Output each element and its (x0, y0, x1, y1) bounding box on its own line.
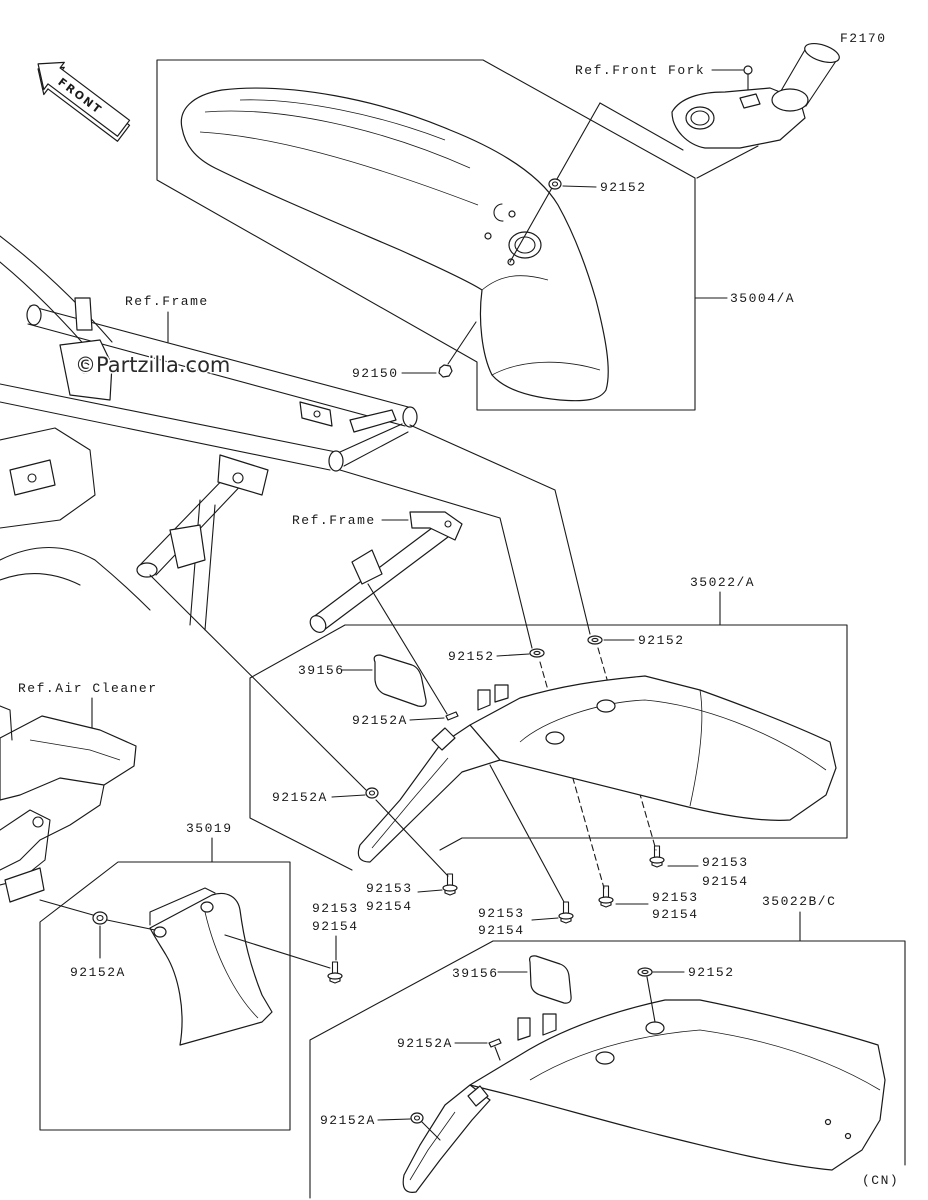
air-cleaner-housing (0, 715, 137, 801)
fork-tube (777, 47, 839, 107)
rear-fender-bc-group: 35022B/C 39156 92152 92152A 92152A (CN) (309, 894, 906, 1199)
mud-flap-box (39, 861, 291, 1131)
front-fender-callout-92152: 92152 (600, 180, 647, 195)
fork-clamp (771, 88, 809, 112)
rear-fender-bc-callout-92152a-upper: 92152A (397, 1036, 453, 1051)
rear-fender-bc-washer-lower (410, 1112, 424, 1124)
fork-leader (599, 102, 759, 179)
rear-fender-a-washer-right (587, 635, 603, 645)
rear-fender-a-washer-lower (365, 787, 379, 799)
frame-bracket-reference: Ref.Frame (292, 511, 463, 715)
rear-fender-a-callout-92154-4: 92154 (366, 899, 413, 914)
rear-fender-a-callout-92152-right: 92152 (638, 633, 685, 648)
rear-fender-a-bolt-2 (598, 885, 614, 908)
ref-front-fork-label: Ref.Front Fork (575, 63, 705, 78)
rear-fender-a-bolt-1 (649, 845, 665, 868)
front-fender-callout-92150: 92150 (352, 366, 399, 381)
fork-cap (804, 42, 840, 64)
rear-fender-bc-washer (637, 967, 653, 977)
air-cleaner-reference: Ref.Air Cleaner (0, 681, 158, 903)
ref-air-cleaner-label: Ref.Air Cleaner (18, 681, 158, 696)
rear-fender-a-callout-92152a-upper: 92152A (352, 713, 408, 728)
ref-frame-lower-label: Ref.Frame (292, 513, 376, 528)
mud-flap-callout-92153: 92153 (312, 901, 359, 916)
frame-middle-tube (0, 383, 337, 471)
frame-to-fender-leader-2 (339, 469, 533, 649)
fork-bolt (743, 65, 753, 75)
mud-flap-group: 35019 92152A 92153 92154 (39, 821, 359, 1131)
rear-fender-bc-clip (488, 1038, 502, 1048)
mud-flap-callout-92154: 92154 (312, 919, 359, 934)
rear-fender-a-strap (357, 724, 501, 863)
frame-reference: Ref.Frame (0, 235, 418, 631)
rear-fender-a-assembly-no: 35022/A (690, 575, 755, 590)
rear-fender-a-washer-left (529, 648, 545, 658)
mud-flap-assembly-no: 35019 (186, 821, 233, 836)
front-direction-arrow: FRONT (37, 61, 131, 142)
region-note: (CN) (862, 1173, 899, 1188)
rear-fender-bc-callout-92152a-lower: 92152A (320, 1113, 376, 1128)
mud-flap-bolt (327, 961, 343, 984)
arrow-face (37, 61, 131, 137)
mud-flap-callout-92152a: 92152A (70, 965, 126, 980)
rear-fender-a-callout-39156: 39156 (298, 663, 345, 678)
rear-fender-a-callout-92153-1: 92153 (702, 855, 749, 870)
rear-fender-a-clip (445, 711, 459, 721)
fork-bracket (671, 87, 806, 149)
front-fender-washer (548, 178, 562, 190)
rear-fender-bc-assembly-no: 35022B/C (762, 894, 836, 909)
ref-frame-upper-label: Ref.Frame (125, 294, 209, 309)
rear-fender-bc-callout-92152: 92152 (688, 965, 735, 980)
rear-fender-a-callout-92154-1: 92154 (702, 874, 749, 889)
rear-fender-a-callout-92153-3: 92153 (478, 906, 525, 921)
rear-fender-bc-callout-39156: 39156 (452, 966, 499, 981)
front-fender (180, 87, 609, 402)
mud-flap (149, 892, 273, 1046)
rear-fender-a-sticker (373, 654, 427, 707)
front-fender-box (156, 59, 696, 411)
rear-fender-bc-box (309, 940, 906, 1199)
rear-fender-a-box (249, 624, 848, 871)
front-fender-assembly-no: 35004/A (730, 291, 795, 306)
front-fender-bolt (438, 364, 453, 378)
mud-flap-washer (92, 911, 108, 925)
figure-code: F2170 (840, 31, 887, 46)
fender-slot (493, 203, 504, 222)
front-fork-reference: Ref.Front Fork (575, 42, 840, 179)
rear-fender-bc-sticker (529, 955, 572, 1004)
rear-fender-a-callout-92154-3: 92154 (478, 923, 525, 938)
rear-fender-bc-strap (402, 1084, 491, 1193)
rear-fender-a-callout-92152a-lower: 92152A (272, 790, 328, 805)
frame-bracket-rod (311, 521, 453, 631)
rear-fender-a-callout-92153-2: 92153 (652, 890, 699, 905)
rear-fender-a (469, 675, 837, 821)
rear-fender-a-bolt-4 (442, 873, 458, 896)
fender-mount-hole (508, 231, 542, 259)
frame-to-fender-leader-1 (409, 424, 591, 635)
rear-fender-a-callout-92154-2: 92154 (652, 907, 699, 922)
watermark: ©Partzilla.com (75, 353, 230, 377)
rear-fender-a-group: 35022/A 92152 92152 39156 92152A 92152A (249, 575, 848, 938)
rear-fender-a-callout-92153-4: 92153 (366, 881, 413, 896)
front-fender-group: 92152 92150 35004/A (156, 59, 795, 411)
frame-downtube (139, 469, 249, 576)
rear-fender-a-bolt-3 (558, 901, 574, 924)
rear-fender-a-callout-92152-left: 92152 (448, 649, 495, 664)
rear-fender-bc (469, 999, 886, 1171)
